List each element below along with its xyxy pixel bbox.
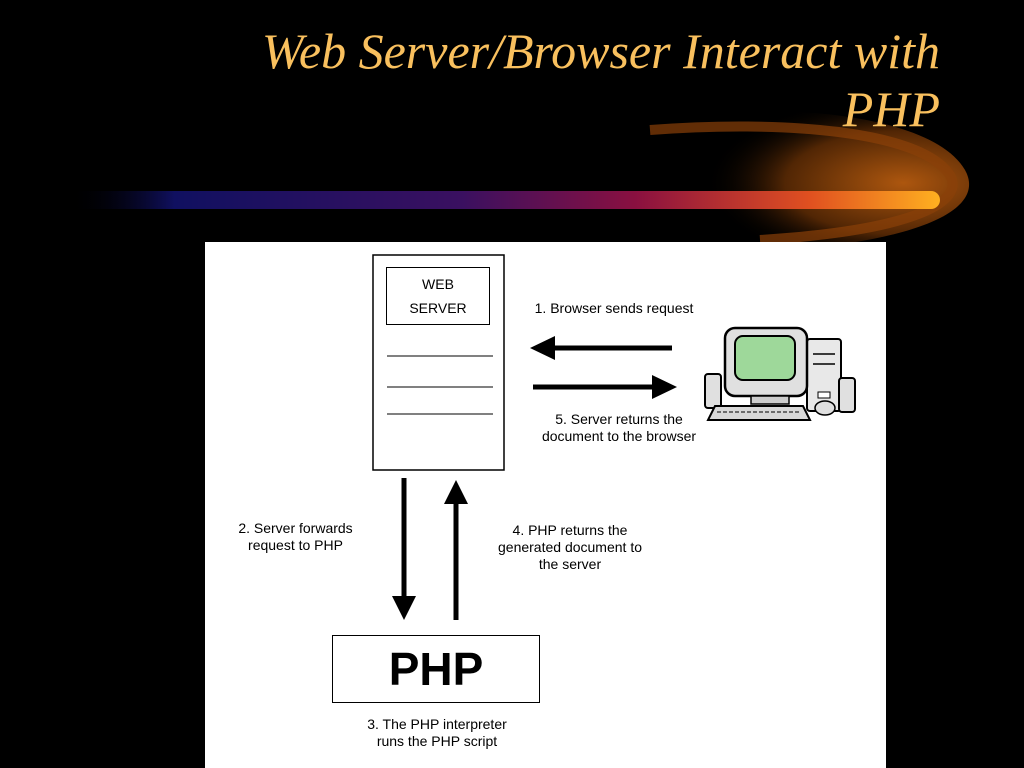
title-line-2: PHP [60, 80, 940, 138]
title-line-1: Web Server/Browser Interact with [60, 22, 940, 80]
step-3-label: 3. The PHP interpreter runs the PHP scri… [342, 716, 532, 750]
web-server-label-line-1: WEB [422, 272, 454, 296]
computer-icon [705, 328, 855, 420]
diagram-graphics [205, 242, 886, 768]
arrow-request-left [530, 336, 672, 360]
slide-title: Web Server/Browser Interact with PHP [60, 22, 940, 138]
step-4-label: 4. PHP returns the generated document to… [485, 522, 655, 573]
step-5-label: 5. Server returns the document to the br… [521, 411, 717, 445]
step-1-label: 1. Browser sends request [521, 300, 707, 317]
arrow-return-up [444, 480, 468, 620]
php-box: PHP [332, 635, 540, 703]
step-2-label: 2. Server forwards request to PHP [223, 520, 368, 554]
arrow-forward-down [392, 478, 416, 620]
arrow-response-right [533, 375, 677, 399]
web-server-label: WEB SERVER [386, 267, 490, 325]
web-server-label-line-2: SERVER [409, 296, 466, 320]
php-interaction-diagram: WEB SERVER 1. Browser sends request 5. S… [205, 242, 886, 768]
